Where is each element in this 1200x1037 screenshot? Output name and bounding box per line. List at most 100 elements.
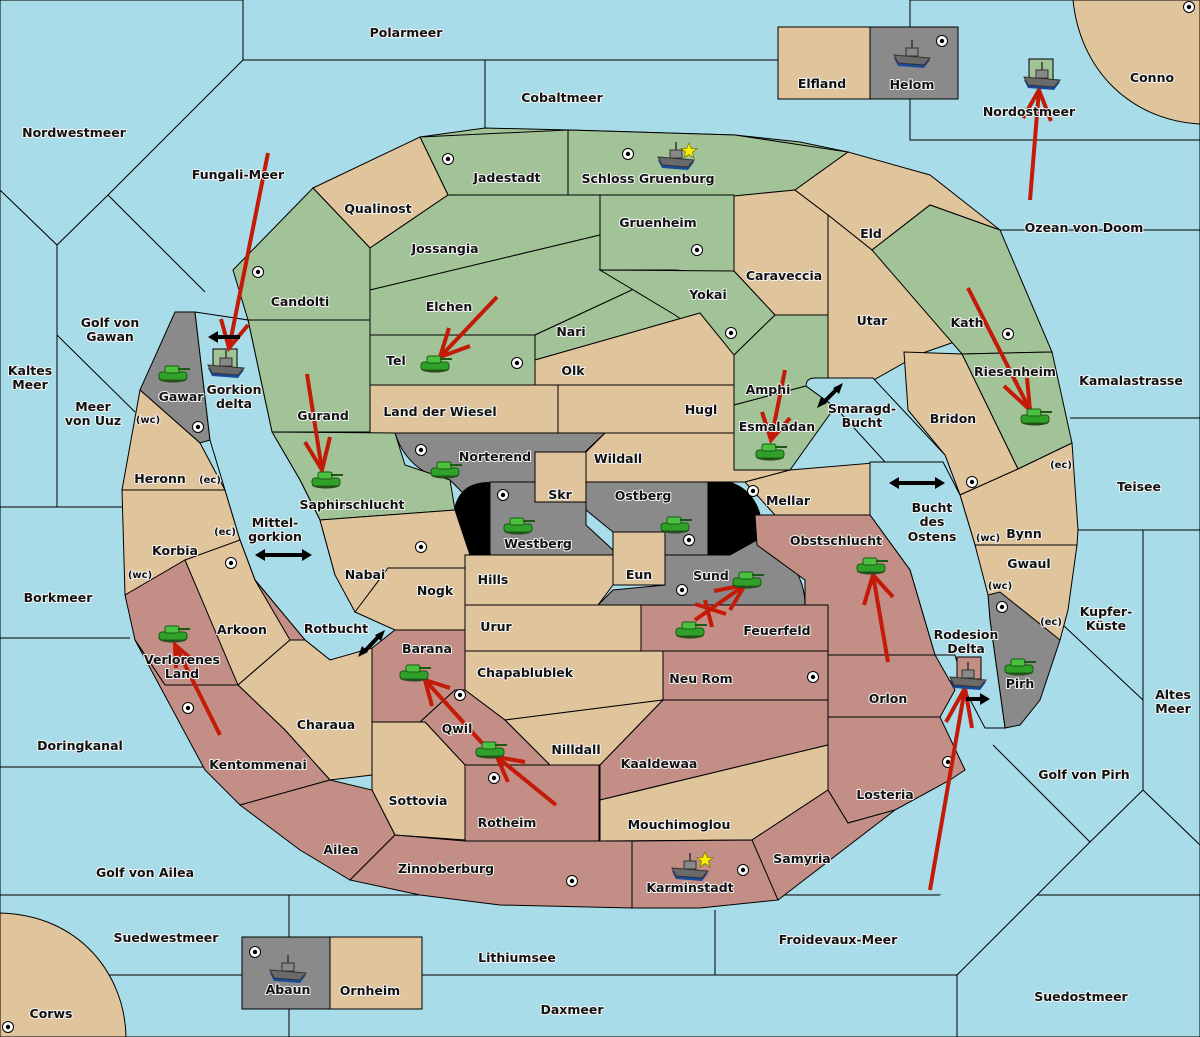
supply-center-icon [1002,328,1014,340]
arrow-left-icon [208,331,240,343]
label-rodesion-2: Delta [947,641,985,656]
coast-tag: (wc) [976,533,1000,544]
label-ostberg: Ostberg [615,488,672,503]
supply-center-icon [415,541,427,553]
supply-center-icon [807,671,819,683]
label-kupfer-2: Küste [1086,618,1126,633]
label-jadestadt: Jadestadt [472,170,540,185]
supply-center-icon [683,534,695,546]
label-zinnoberburg: Zinnoberburg [398,861,494,876]
supply-center-icon [725,327,737,339]
label-abaun: Abaun [266,982,311,997]
coast-tag: (ec) [1050,460,1072,471]
nordwestmeer-border [0,59,244,246]
supply-center-icon [454,689,466,701]
region-feuerfeld[interactable] [640,604,829,652]
region-kath[interactable] [871,204,1053,355]
label-bucht: Bucht [912,500,953,515]
supply-center-icon [1183,1,1195,13]
supply-center-icon [488,772,500,784]
region-land-der-wiesel[interactable] [369,384,559,434]
label-obstschlucht: Obstschlucht [790,533,882,548]
label-qualinost: Qualinost [344,201,411,216]
label-qwil: Qwil [442,721,473,736]
region-gruenheim[interactable] [599,194,735,272]
label-gruenheim: Gruenheim [619,215,696,230]
label-utar: Utar [857,313,889,328]
label-elfland: Elfland [798,76,846,91]
label-karminstadt: Karminstadt [646,880,733,895]
label-feuerfeld: Feuerfeld [743,623,810,638]
supply-center-icon [511,357,523,369]
coast-tag: (ec) [199,475,221,486]
label-rodesion: Rodesion [934,627,999,642]
label-land-wiesel: Land der Wiesel [383,404,496,419]
label-smaragd: Smaragd- [828,401,896,416]
label-riesenheim: Riesenheim [974,364,1056,379]
supply-center-icon [182,702,194,714]
coast-tag: (ec) [1040,617,1062,628]
region-rotheim[interactable] [464,764,600,842]
region-ornheim[interactable] [329,936,423,1010]
label-gorkion: Gorkion [206,382,261,397]
label-doringkanal: Doringkanal [37,738,123,753]
supply-center-icon [2,1021,14,1033]
order-arrow [862,571,895,663]
region-elfland[interactable] [777,26,871,100]
double-arrow-icon [817,383,843,408]
kupfer-border [1062,624,1144,701]
continent [121,127,1079,909]
supply-center-icon [996,601,1008,613]
label-rotbucht: Rotbucht [304,621,368,636]
label-saphir: Saphirschlucht [300,497,405,512]
region-labels: Polarmeer Cobaltmeer Nordwestmeer Fungal… [7,24,1193,1022]
region-hugl[interactable] [557,384,735,434]
label-froidevaux: Froidevaux-Meer [779,932,898,947]
region-kentommenai[interactable] [134,639,331,806]
label-conno: Conno [1130,70,1175,85]
supply-center-icon [415,444,427,456]
label-sund: Sund [693,568,729,583]
label-kaltes-2: Meer [12,377,48,392]
coast-tag: (wc) [128,570,152,581]
coast-tag: (wc) [988,581,1012,592]
label-bucht-2: des [920,514,945,529]
label-kath: Kath [951,315,984,330]
label-smaragd-2: Bucht [842,415,883,430]
label-orlon: Orlon [869,691,908,706]
label-samyria: Samyria [773,851,831,866]
order-arrow [303,373,332,476]
region-candolti[interactable] [232,187,371,321]
label-caraveccia: Caraveccia [746,268,822,283]
label-rotheim: Rotheim [478,815,537,830]
region-hills[interactable] [464,554,614,606]
supply-center-icon [936,35,948,47]
label-nordwestmeer: Nordwestmeer [22,125,127,140]
label-gurand: Gurand [297,408,349,423]
label-sottovia: Sottovia [389,793,448,808]
label-bynn: Bynn [1006,526,1041,541]
label-golf-pirh: Golf von Pirh [1038,767,1129,782]
region-orlon[interactable] [827,654,956,718]
supply-center-icon [691,244,703,256]
uuz-border [56,334,136,413]
region-conno[interactable] [1072,0,1200,125]
order-arrow [172,640,222,736]
order-arrow [1021,85,1053,201]
label-westberg: Westberg [504,536,572,551]
label-heronn: Heronn [134,471,186,486]
label-golf-gawan: Golf von [81,315,140,330]
fungali-border [107,194,206,293]
label-kaltes: Kaltes [8,363,52,378]
label-nabai: Nabai [345,567,386,582]
label-bucht-3: Ostens [908,529,957,544]
region-eun[interactable] [612,531,666,586]
region-corws[interactable] [0,912,127,1037]
label-gawar: Gawar [159,389,205,404]
label-pirh: Pirh [1006,676,1035,691]
label-losteria: Losteria [856,787,913,802]
label-golf-ailea: Golf von Ailea [96,865,194,880]
label-schloss: Schloss Gruenburg [581,171,714,186]
supply-center-icon [566,875,578,887]
